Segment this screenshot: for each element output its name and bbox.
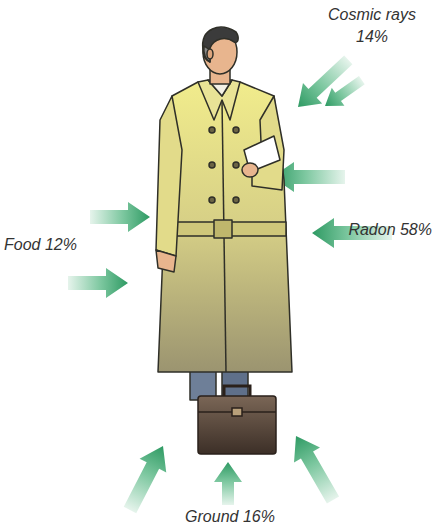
food-arrow <box>68 268 128 298</box>
source-label: Ground 16% <box>170 506 290 528</box>
briefcase <box>198 386 276 454</box>
ground-arrow <box>214 462 242 505</box>
man-figure <box>156 27 292 400</box>
source-label: Food 12% <box>4 234 104 256</box>
ground-arrow <box>117 439 177 517</box>
cosmic-arrow <box>288 50 357 118</box>
food-arrow <box>90 202 150 232</box>
source-label: Cosmic rays 14% <box>322 4 422 48</box>
ground-arrow <box>283 429 346 508</box>
source-label: Radon 58% <box>320 219 432 241</box>
cosmic-arrow <box>319 71 368 115</box>
